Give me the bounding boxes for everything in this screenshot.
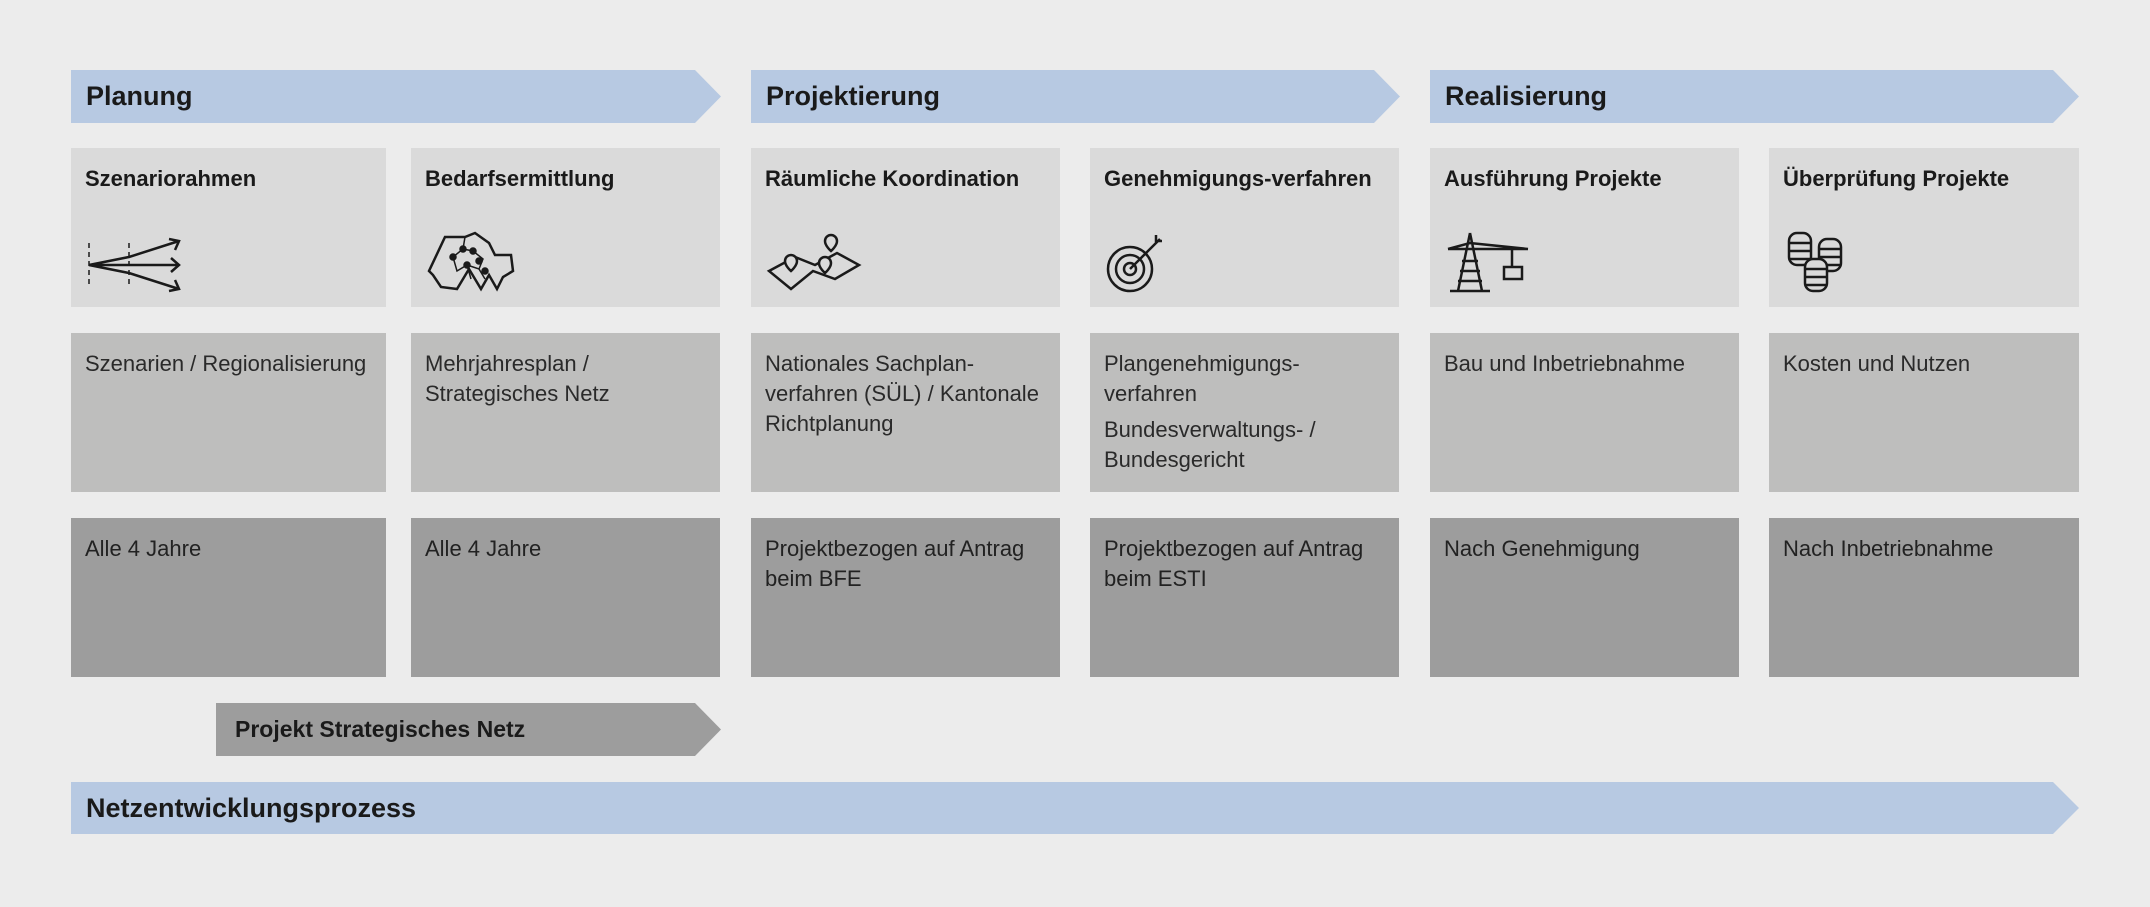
frequency-szenariorahmen: Alle 4 Jahre [71, 518, 386, 677]
content-ausfuehrung: Bau und Inbetriebnahme [1430, 333, 1739, 492]
step-ausfuehrung-projekte: Ausführung Projekte [1430, 148, 1739, 307]
content-text: Szenarien / Regionalisierung [85, 351, 367, 376]
content-text: Bundesverwaltungs- / Bundesgericht [1104, 417, 1316, 472]
map-pins-icon [766, 233, 862, 291]
process-arrow: Netzentwicklungsprozess [71, 782, 2079, 834]
step-title: Genehmigungs-verfahren [1104, 166, 1372, 191]
phase-projektierung: Projektierung [751, 70, 1400, 123]
step-bedarfsermittlung: Bedarfsermittlung [411, 148, 720, 307]
step-genehmigungsverfahren: Genehmigungs-verfahren [1090, 148, 1399, 307]
step-szenariorahmen: Szenariorahmen [71, 148, 386, 307]
step-ueberpruefung-projekte: Überprüfung Projekte [1769, 148, 2079, 307]
step-title: Bedarfsermittlung [425, 166, 615, 191]
content-text: Plangenehmigungs-verfahren [1104, 351, 1300, 406]
content-raeumliche-koordination: Nationales Sachplan-verfahren (SÜL) / Ka… [751, 333, 1060, 492]
content-text: Bau und Inbetriebnahme [1444, 351, 1685, 376]
step-raeumliche-koordination: Räumliche Koordination [751, 148, 1060, 307]
strategic-project-arrow: Projekt Strategisches Netz [216, 703, 721, 756]
network-map-icon [427, 231, 515, 292]
target-icon [1106, 235, 1162, 293]
step-title: Überprüfung Projekte [1783, 166, 2010, 191]
content-text: Mehrjahresplan / Strategisches Netz [425, 351, 610, 406]
content-szenariorahmen: Szenarien / Regionalisierung [71, 333, 386, 492]
content-bedarfsermittlung: Mehrjahresplan / Strategisches Netz [411, 333, 720, 492]
step-title: Ausführung Projekte [1444, 166, 1662, 191]
content-ueberpruefung: Kosten und Nutzen [1769, 333, 2079, 492]
step-title: Szenariorahmen [85, 166, 257, 191]
frequency-ueberpruefung: Nach Inbetriebnahme [1769, 518, 2079, 677]
phase-realisierung: Realisierung [1430, 70, 2079, 123]
crane-pylon-icon [1447, 232, 1529, 293]
phase-planung: Planung [71, 70, 721, 123]
step-title: Räumliche Koordination [765, 166, 1020, 191]
frequency-ausfuehrung: Nach Genehmigung [1430, 518, 1739, 677]
diverging-arrows-icon [88, 237, 181, 293]
content-text: Kosten und Nutzen [1783, 351, 1971, 376]
frequency-genehmigungsverfahren: Projektbezogen auf Antrag beim ESTI [1090, 518, 1399, 677]
content-text: Nationales Sachplan-verfahren (SÜL) / Ka… [765, 351, 1039, 436]
frequency-bedarfsermittlung: Alle 4 Jahre [411, 518, 720, 677]
frequency-raeumliche-koordination: Projektbezogen auf Antrag beim BFE [751, 518, 1060, 677]
coins-icon [1787, 231, 1843, 293]
